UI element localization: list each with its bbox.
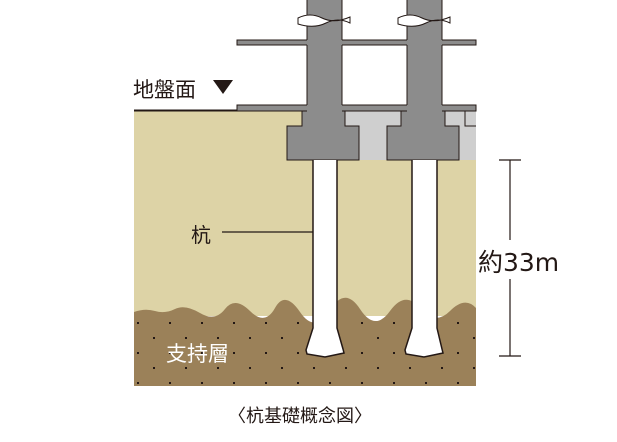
soil-dot [393,382,395,384]
break-marks [297,14,451,27]
depth-dimension-line [499,159,521,357]
soil-dot [457,322,459,324]
soil-dot [425,382,427,384]
bearing-layer [134,297,476,386]
soil-dot [233,382,235,384]
soil-dot [441,367,443,369]
soil-dot [281,367,283,369]
soil-dot [377,367,379,369]
soil-dot [297,382,299,384]
pile-2 [404,160,444,358]
soil-dot [137,382,139,384]
soil-dot [217,337,219,339]
soil-dot [393,352,395,354]
slab-right-t [464,111,476,127]
bearing-layer-label: 支持層 [166,342,229,366]
soil-dot [457,352,459,354]
soil-dot [377,337,379,339]
soil-dot [137,322,139,324]
soil-dot [153,367,155,369]
soil-dot [153,337,155,339]
soil-dot [185,337,187,339]
soil-dot [233,352,235,354]
soil-dot [297,322,299,324]
soil-dot [201,352,203,354]
soil-dot [185,367,187,369]
soil-dot [281,337,283,339]
diagram-caption: 〈杭基礎概念図〉 [228,406,372,427]
depth-label: 約33m [478,243,560,279]
soil-dot [313,367,315,369]
soil-dot [297,352,299,354]
upper-beam [236,39,477,46]
soil-dot [217,367,219,369]
soil-dot [201,322,203,324]
soil-dot [329,382,331,384]
soil-dot [409,367,411,369]
soil-dot [137,352,139,354]
soil-dot [265,382,267,384]
soil-dot [249,337,251,339]
soil-dot [169,382,171,384]
soil-dot [249,367,251,369]
bearing-dots [137,322,475,384]
soil-dot [473,367,475,369]
ground-level-marker-icon [213,80,233,94]
soil-dot [169,322,171,324]
soil-dot [473,337,475,339]
soil-dot [361,382,363,384]
soil-dot [457,382,459,384]
soil-dot [169,352,171,354]
slab-mid-t [344,111,402,127]
soil-dot [345,367,347,369]
soil-dot [265,352,267,354]
soil-dot [393,322,395,324]
soil-dot [361,352,363,354]
ground-level-label: 地盤面 [133,78,196,102]
pile-label: 杭 [191,223,211,247]
soil-dot [233,322,235,324]
soil-dot [265,322,267,324]
ground-slab [236,104,477,112]
soil-dot [201,382,203,384]
pile-1 [305,160,345,358]
soil-dot [361,322,363,324]
